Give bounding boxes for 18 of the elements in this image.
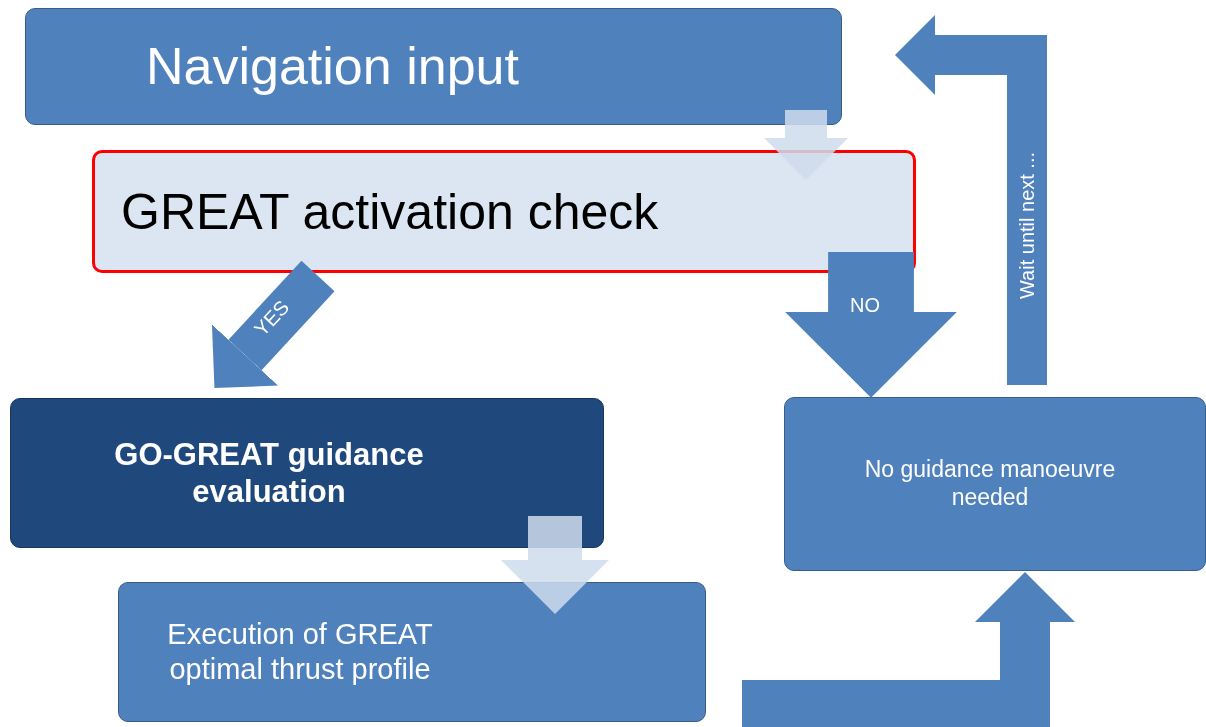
edge-label: YES (249, 295, 295, 341)
node-label: No guidance manoeuvre needed (863, 456, 1117, 512)
edge-label: Wait until next ... (1015, 151, 1039, 299)
node-label: Execution of GREAT optimal thrust profile (166, 617, 434, 687)
block-arrow (742, 572, 1075, 727)
block-arrow (764, 110, 848, 180)
node-label: GO-GREAT guidance evaluation (113, 435, 425, 511)
block-arrow (895, 15, 1047, 385)
process-box (784, 397, 1206, 571)
edge-label: NO (850, 293, 880, 317)
block-arrow (501, 516, 609, 614)
node-label: GREAT activation check (121, 182, 659, 242)
process-box (25, 8, 842, 125)
process-box (10, 398, 604, 548)
block-arrow (785, 252, 957, 398)
node-label: Navigation input (146, 36, 519, 98)
decision-box (92, 150, 916, 273)
process-box (118, 582, 706, 722)
